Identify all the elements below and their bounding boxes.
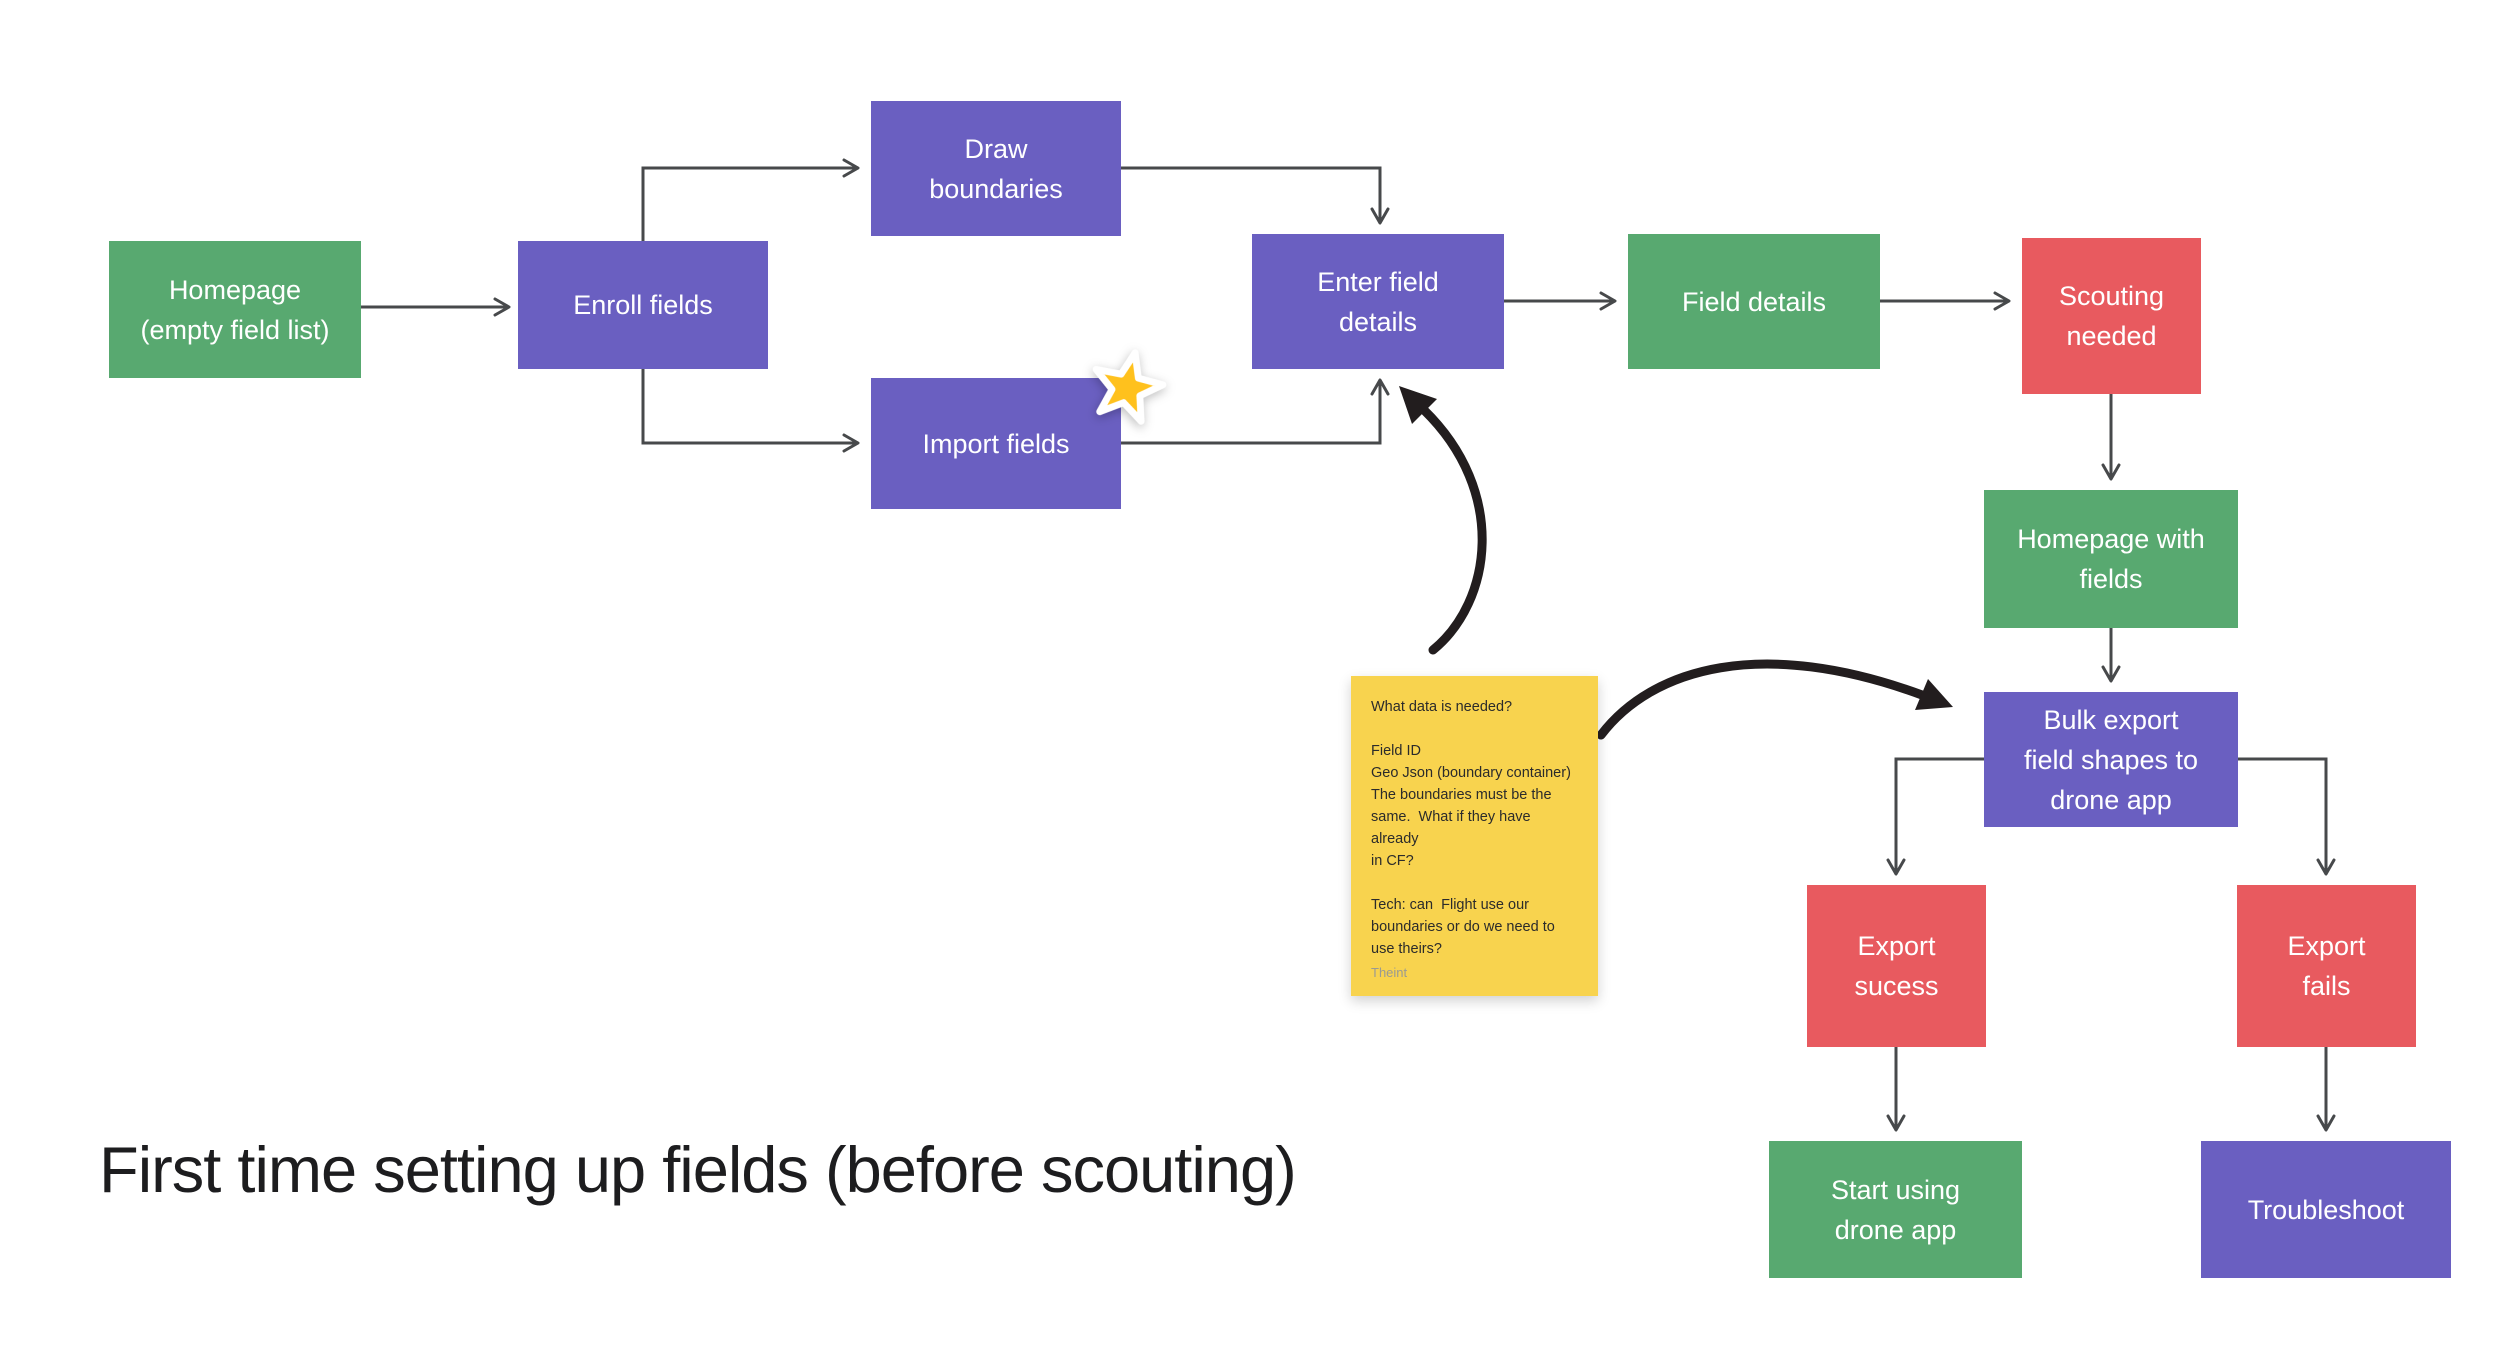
connector-bulk-to-exportfails (2238, 757, 2336, 876)
connector-draw-to-enter (1121, 166, 1390, 225)
node-scouting-needed[interactable]: Scouting needed (2022, 238, 2201, 394)
marker-arrow-sticky-to-enter[interactable] (1399, 386, 1487, 655)
sticky-note[interactable]: What data is needed? Field ID Geo Json (… (1351, 676, 1598, 996)
star-sticker-icon[interactable] (1075, 336, 1178, 439)
node-field-details[interactable]: Field details (1628, 234, 1880, 369)
marker-arrowhead-right (1915, 679, 1953, 710)
node-export-fails[interactable]: Export fails (2237, 885, 2416, 1047)
node-draw-boundaries[interactable]: Draw boundaries (871, 101, 1121, 236)
sticky-note-text: What data is needed? Field ID Geo Json (… (1371, 699, 1571, 957)
diagram-title[interactable]: First time setting up fields (before sco… (99, 1133, 1297, 1206)
node-homepage-with-fields[interactable]: Homepage with fields (1984, 490, 2238, 628)
node-enroll-fields[interactable]: Enroll fields (518, 241, 768, 369)
node-enter-field-details[interactable]: Enter field details (1252, 234, 1504, 369)
marker-arrow-sticky-to-bulk[interactable] (1596, 659, 1953, 740)
node-export-success[interactable]: Export sucess (1807, 885, 1986, 1047)
sticky-note-author: Theint (1371, 965, 1408, 980)
node-import-fields[interactable]: Import fields (871, 378, 1121, 509)
node-bulk-export-field-shapes[interactable]: Bulk export field shapes to drone app (1984, 692, 2238, 827)
marker-arrowhead-up (1399, 386, 1437, 424)
node-troubleshoot[interactable]: Troubleshoot (2201, 1141, 2451, 1278)
connector-enroll-to-import (641, 369, 860, 453)
connector-enroll-to-draw (641, 158, 860, 241)
connector-bulk-to-exportsuccess (1886, 757, 1984, 876)
node-homepage-empty-field-list[interactable]: Homepage (empty field list) (109, 241, 361, 378)
node-start-using-drone-app[interactable]: Start using drone app (1769, 1141, 2022, 1278)
